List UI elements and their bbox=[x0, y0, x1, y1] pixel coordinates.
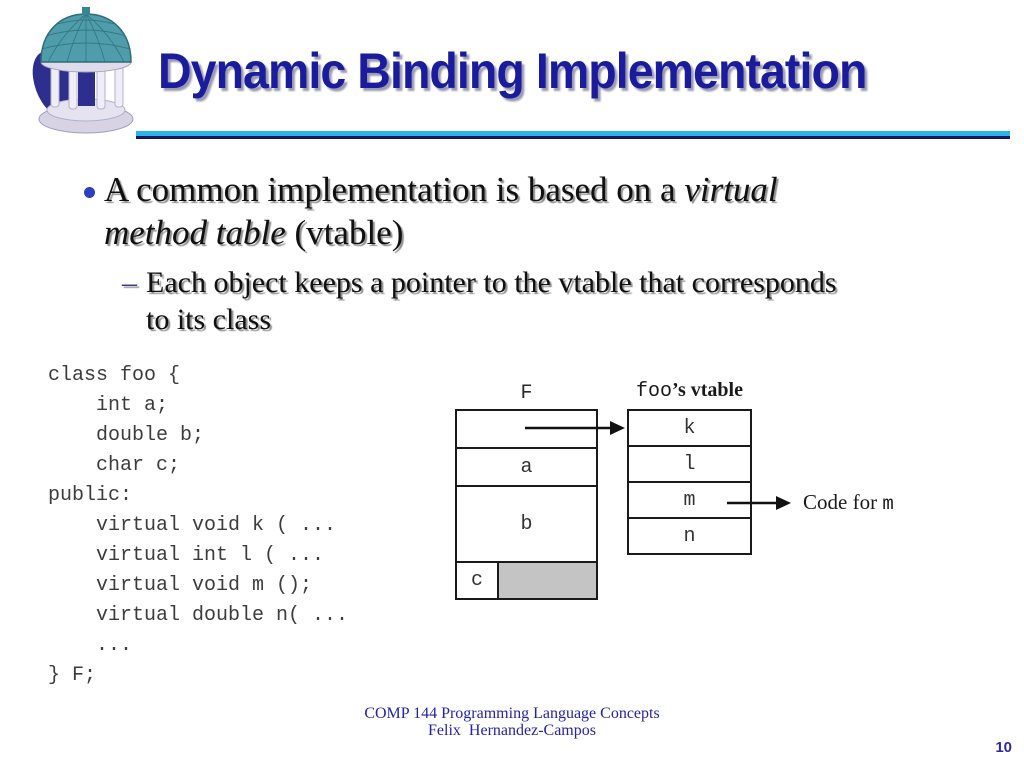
code-for-method: m bbox=[882, 493, 894, 515]
object-row-vtable-pointer bbox=[457, 411, 596, 447]
bullet-sub-line2: to its class bbox=[146, 303, 271, 336]
code-for-text: Code for bbox=[803, 490, 883, 514]
slide-footer: COMP 144 Programming Language Concepts F… bbox=[0, 705, 1024, 739]
object-row-b: b bbox=[457, 485, 596, 561]
code-line: int a; bbox=[48, 394, 169, 417]
bullet-main-line2-text: (vtable) bbox=[285, 213, 404, 252]
vtable-row-k: k bbox=[683, 416, 696, 440]
bullet-main-line2: method table (vtable) bbox=[104, 211, 944, 254]
padding-cell bbox=[499, 563, 596, 598]
vtable-row-l: l bbox=[629, 445, 750, 481]
code-line: virtual void m (); bbox=[48, 574, 313, 597]
vtable-label: foo’s vtable bbox=[607, 379, 772, 403]
bullet-sub: Each object keeps a pointer to the vtabl… bbox=[146, 264, 976, 338]
code-line: double b; bbox=[48, 424, 205, 447]
object-label: F bbox=[520, 382, 533, 405]
object-row-a: a bbox=[457, 447, 596, 485]
page-title: Dynamic Binding Implementation bbox=[158, 43, 867, 99]
code-line: virtual int l ( ... bbox=[48, 544, 325, 567]
vtable: k l m n bbox=[627, 409, 752, 555]
footer-course: COMP 144 Programming Language Concepts bbox=[364, 705, 660, 722]
dash-bullet-icon: – bbox=[122, 266, 137, 299]
footer-author: Felix Hernandez-Campos bbox=[428, 722, 596, 739]
bullet-main-line2-italic: method table bbox=[104, 213, 286, 252]
bullet-icon bbox=[84, 187, 95, 198]
page-number: 10 bbox=[995, 739, 1012, 756]
code-line: ... bbox=[48, 634, 133, 657]
code-listing: class foo { int a; double b; char c; pub… bbox=[48, 361, 348, 691]
object-cell-c: c bbox=[457, 563, 499, 598]
code-line: char c; bbox=[48, 454, 181, 477]
unc-old-well-logo bbox=[32, 7, 134, 134]
code-line: virtual void k ( ... bbox=[48, 514, 337, 537]
vtable-label-suffix: ’s vtable bbox=[672, 379, 743, 401]
bullet-main-line1-italic: virtual bbox=[684, 170, 778, 209]
vtable-label-class: foo bbox=[636, 380, 673, 403]
code-line: public: bbox=[48, 484, 133, 507]
code-line: } F; bbox=[48, 664, 97, 687]
bullet-sub-line1: Each object keeps a pointer to the vtabl… bbox=[146, 266, 837, 299]
object-row-c: c bbox=[457, 561, 596, 598]
code-line: virtual double n( ... bbox=[48, 604, 349, 627]
vtable-row-m: m bbox=[629, 481, 750, 517]
bullet-main-line1-text: A common implementation is based on a bbox=[104, 170, 685, 209]
code-line: class foo { bbox=[48, 364, 181, 387]
object-memory-table: a b c bbox=[455, 409, 598, 600]
title-underline bbox=[136, 131, 1010, 139]
code-for-m-label: Code for m bbox=[803, 490, 894, 515]
bullet-main: A common implementation is based on a vi… bbox=[104, 168, 944, 254]
vtable-row-n: n bbox=[629, 517, 750, 553]
bullet-main-line1: A common implementation is based on a vi… bbox=[104, 168, 944, 211]
